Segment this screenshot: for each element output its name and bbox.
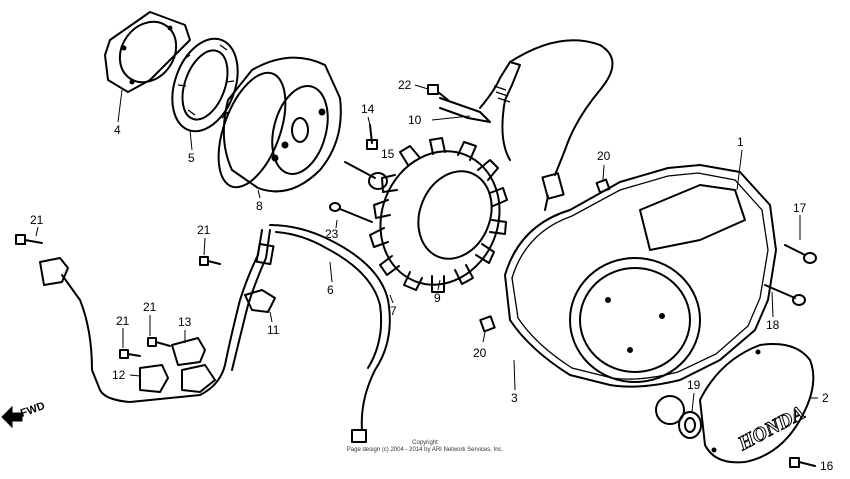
callout-18: 18 [766, 318, 780, 332]
part-13-clamp [171, 337, 216, 393]
part-3-crankcase-cover [504, 164, 777, 425]
callout-1: 1 [737, 135, 744, 149]
pulser-bracket-left [39, 257, 93, 371]
callout-20-lower: 20 [473, 346, 487, 360]
callout-5: 5 [188, 151, 195, 165]
callout-11: 11 [267, 323, 280, 337]
part-12-clamp [139, 364, 169, 393]
callout-13: 13 [178, 315, 192, 329]
part-21-bolt-d [119, 349, 141, 359]
part-15-bolt [344, 161, 388, 190]
callout-21-a: 21 [30, 213, 44, 227]
callout-23: 23 [325, 227, 339, 241]
part-19-oil-seal [678, 411, 702, 439]
callout-4: 4 [114, 123, 121, 137]
part-10-clamp [439, 61, 521, 161]
callout-16: 16 [820, 459, 834, 473]
part-20-dowel-lower [479, 315, 496, 333]
callout-labels: 1 2 3 4 5 6 7 8 9 10 11 12 13 14 15 16 1… [30, 78, 834, 473]
part-14-bolt [366, 124, 378, 150]
part-16-screw [789, 457, 816, 468]
callout-9: 9 [434, 291, 441, 305]
callout-20-upper: 20 [597, 149, 611, 163]
part-8-flywheel [217, 56, 342, 193]
part-21-bolt-a [15, 234, 43, 245]
callout-19: 19 [687, 378, 701, 392]
fwd-arrow-icon: FWD [1, 400, 47, 429]
callout-12: 12 [112, 368, 126, 382]
callout-7: 7 [390, 304, 397, 318]
fwd-label: FWD [19, 400, 47, 420]
copyright-line-2: Page design (c) 2004 - 2014 by ARI Netwo… [346, 447, 504, 453]
callout-21-c: 21 [143, 300, 157, 314]
copyright-notice: Copyright Page design (c) 2004 - 2014 by… [0, 440, 850, 454]
callout-8: 8 [256, 199, 263, 213]
callout-15: 15 [381, 147, 395, 161]
part-5-clutch-ring [171, 37, 239, 133]
part-9-stator [369, 137, 508, 293]
callout-2: 2 [822, 391, 829, 405]
part-11-grommet [244, 289, 276, 313]
callout-10: 10 [408, 113, 422, 127]
part-21-bolt-b [199, 256, 221, 266]
pulser-wire [509, 39, 614, 211]
part-23-bolt [329, 202, 373, 223]
part-22-screw [427, 84, 449, 101]
callout-6: 6 [327, 283, 334, 297]
copyright-line-1: Copyright [412, 440, 438, 446]
part-4-gasket [104, 11, 191, 93]
callout-17: 17 [793, 201, 807, 215]
callout-22: 22 [398, 78, 412, 92]
part-21-bolt-c [147, 337, 171, 347]
part-17-bolt [784, 244, 817, 264]
callout-3: 3 [511, 391, 518, 405]
part-6-7-wire-harness [91, 224, 391, 443]
callout-21-d: 21 [116, 314, 130, 328]
part-18-bolt [764, 284, 806, 306]
callout-21-b: 21 [197, 223, 211, 237]
part-20-dowel-upper [595, 178, 611, 194]
callout-14: 14 [361, 102, 375, 116]
